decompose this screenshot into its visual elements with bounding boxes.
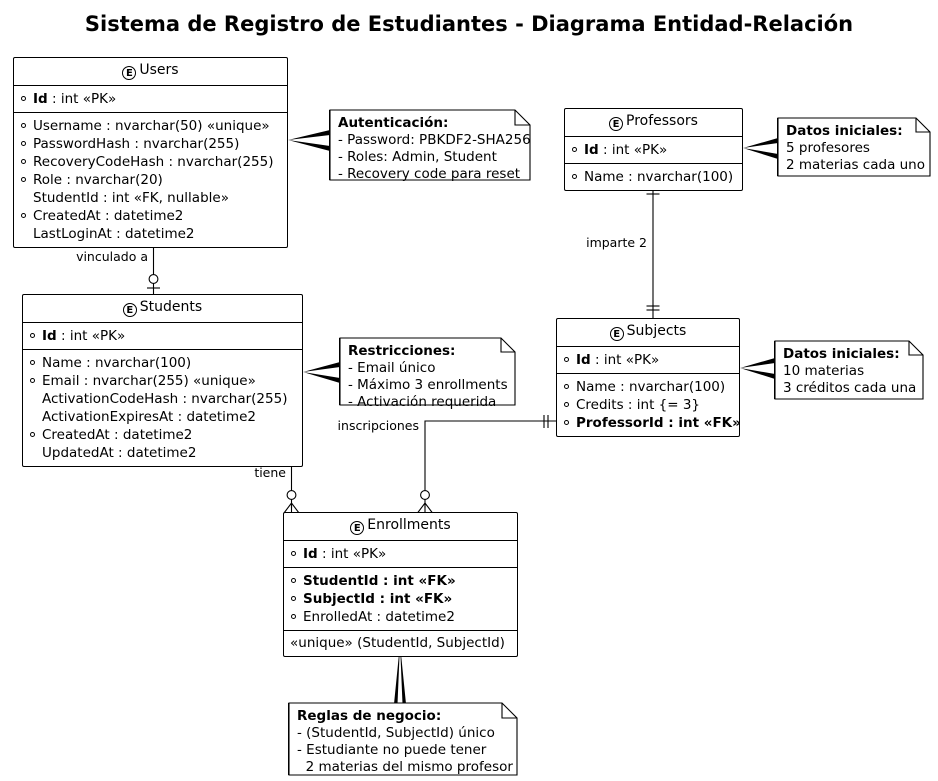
entity-stereotype-icon: E — [609, 327, 624, 341]
attribute-row: StudentId : int «FK, nullable» — [33, 190, 229, 206]
entity-enrollments-attributes: StudentId : int «FK» SubjectId : int «FK… — [284, 568, 517, 631]
entity-students-name: Students — [139, 299, 203, 315]
note-line: 2 materias del mismo profesor — [297, 759, 513, 776]
attribute-row: RecoveryCodeHash : nvarchar(255) — [20, 153, 281, 171]
note-line: - Password: PBKDF2-SHA256 — [338, 132, 531, 149]
entity-users-name: Users — [139, 62, 179, 78]
note-line: - Máximo 3 enrollments — [348, 377, 508, 394]
attribute-row: ActivationExpiresAt : datetime2 — [42, 409, 256, 425]
entity-stereotype-icon: E — [122, 66, 137, 80]
attribute-row: LastLoginAt : datetime2 — [33, 226, 195, 242]
note-line: - Roles: Admin, Student — [338, 149, 497, 166]
entity-enrollments-constraint: «unique» (StudentId, SubjectId) — [290, 635, 505, 651]
page-title: Sistema de Registro de Estudiantes - Dia… — [84, 12, 854, 36]
attribute-row: ProfessorId : int «FK» — [563, 414, 741, 432]
note-reglas-de-negocio: Reglas de negocio: - (StudentId, Subject… — [288, 702, 518, 776]
relationship-label-imparte-2: imparte 2 — [586, 235, 647, 250]
note-datos-profesores: Datos iniciales: 5 profesores 2 materias… — [777, 117, 931, 177]
note-title: Autenticación: — [338, 115, 449, 131]
note-line: - Activación requerida — [348, 394, 497, 411]
note-title: Datos iniciales: — [786, 123, 903, 139]
note-line: 10 materias — [783, 363, 865, 380]
entity-users-pk-compartment: Id : int «PK» — [14, 86, 287, 113]
entity-enrollments-pk-compartment: Id : int «PK» — [284, 541, 517, 568]
entity-stereotype-icon: E — [609, 117, 624, 131]
attribute-row: StudentId : int «FK» — [290, 572, 511, 590]
anchor-users-note — [288, 130, 330, 140]
attribute-row: EnrolledAt : datetime2 — [290, 608, 511, 626]
entity-users-attributes: Username : nvarchar(50) «unique» Passwor… — [14, 113, 287, 247]
entity-students-pk-compartment: Id : int «PK» — [23, 323, 302, 350]
relationship-label-vinculado-a: vinculado a — [76, 249, 148, 264]
relationship-label-tiene: tiene — [254, 465, 286, 480]
entity-professors-pk-compartment: Id : int «PK» — [565, 137, 742, 164]
note-line: - Estudiante no puede tener — [297, 742, 487, 759]
entity-professors-attributes: Name : nvarchar(100) — [565, 164, 742, 190]
anchor-students-note — [303, 362, 340, 372]
note-line: - Recovery code para reset — [338, 166, 521, 183]
attribute-row: Name : nvarchar(100) — [29, 354, 296, 372]
note-restricciones: Restricciones: - Email único - Máximo 3 … — [339, 337, 516, 410]
attribute-row: Username : nvarchar(50) «unique» — [20, 117, 281, 135]
edge-subjects-enrollments — [424, 420, 556, 508]
note-datos-materias: Datos iniciales: 10 materias 3 créditos … — [774, 340, 924, 400]
note-line: - (StudentId, SubjectId) único — [297, 725, 495, 742]
anchor-professors-note — [743, 138, 778, 148]
attribute-row: Name : nvarchar(100) — [563, 378, 733, 396]
entity-stereotype-icon: E — [350, 521, 365, 535]
attribute-row: Id : int «PK» — [290, 545, 511, 563]
attribute-row: CreatedAt : datetime2 — [20, 207, 281, 225]
note-line: - Email único — [348, 360, 436, 377]
attribute-row: Id : int «PK» — [563, 351, 733, 369]
note-line: 2 materias cada uno — [786, 157, 926, 174]
attribute-row: Id : int «PK» — [29, 327, 296, 345]
attribute-row: Email : nvarchar(255) «unique» — [29, 372, 296, 390]
entity-subjects-pk-compartment: Id : int «PK» — [557, 347, 739, 374]
attribute-row: Id : int «PK» — [20, 90, 281, 108]
entity-subjects-name: Subjects — [626, 323, 687, 339]
attribute-row: Role : nvarchar(20) — [20, 171, 281, 189]
note-line: 3 créditos cada una — [783, 380, 917, 397]
note-title: Restricciones: — [348, 343, 456, 359]
attribute-row: ActivationCodeHash : nvarchar(255) — [42, 391, 288, 407]
attribute-row: Credits : int {= 3} — [563, 396, 733, 414]
note-title: Reglas de negocio: — [297, 708, 442, 724]
anchor-subjects-note — [740, 358, 775, 368]
entity-stereotype-icon: E — [122, 303, 137, 317]
attribute-row: Name : nvarchar(100) — [571, 168, 736, 186]
note-title: Datos iniciales: — [783, 346, 900, 362]
note-autenticacion: Autenticación: - Password: PBKDF2-SHA256… — [329, 109, 531, 183]
entity-subjects-attributes: Name : nvarchar(100) Credits : int {= 3}… — [557, 374, 741, 436]
entity-enrollments-name: Enrollments — [367, 517, 451, 533]
attribute-row: CreatedAt : datetime2 — [29, 426, 296, 444]
attribute-row: Id : int «PK» — [571, 141, 736, 159]
attribute-row: UpdatedAt : datetime2 — [42, 445, 197, 461]
entity-professors-name: Professors — [626, 113, 698, 129]
note-line: 5 profesores — [786, 140, 870, 157]
entity-students-attributes: Name : nvarchar(100) Email : nvarchar(25… — [23, 350, 302, 466]
attribute-row: PasswordHash : nvarchar(255) — [20, 135, 281, 153]
attribute-row: SubjectId : int «FK» — [290, 590, 511, 608]
relationship-label-inscripciones: inscripciones — [338, 418, 419, 433]
